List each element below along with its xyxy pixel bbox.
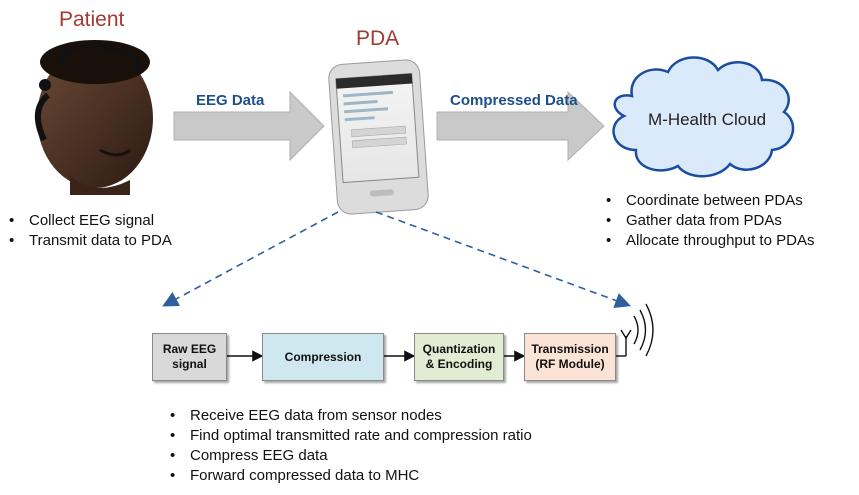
patient-task-list: Collect EEG signal Transmit data to PDA: [3, 211, 172, 251]
eeg-data-arrow: [173, 90, 325, 162]
quantization-block: Quantization& Encoding: [414, 333, 504, 381]
transmission-line2: (RF Module): [535, 357, 605, 371]
transmission-block: Transmission(RF Module): [524, 333, 616, 381]
patient-head-photo: [35, 40, 153, 195]
cloud-task-list: Coordinate between PDAs Gather data from…: [600, 191, 814, 251]
dashed-arrow-left: [162, 211, 339, 307]
antenna-icon: [616, 303, 654, 357]
transmission-line1: Transmission: [531, 342, 609, 356]
pda-task: Forward compressed data to MHC: [164, 466, 532, 486]
compressed-data-label: Compressed Data: [450, 92, 578, 109]
eeg-data-label: EEG Data: [196, 92, 265, 109]
patient-task: Transmit data to PDA: [3, 231, 172, 251]
quantization-line2: & Encoding: [425, 357, 493, 371]
patient-title: Patient: [59, 8, 125, 31]
compressed-data-arrow: [436, 90, 605, 162]
cloud-task: Coordinate between PDAs: [600, 191, 814, 211]
compression-block: Compression: [262, 333, 384, 381]
pda-task-list: Receive EEG data from sensor nodes Find …: [164, 406, 532, 486]
quantization-line1: Quantization: [422, 342, 496, 356]
pda-task: Compress EEG data: [164, 446, 532, 466]
cloud-task: Gather data from PDAs: [600, 211, 814, 231]
raw-eeg-line2: signal: [172, 357, 207, 371]
cloud-task: Allocate throughput to PDAs: [600, 231, 814, 251]
cloud-label: M-Health Cloud: [648, 110, 767, 129]
pda-task: Find optimal transmitted rate and compre…: [164, 426, 532, 446]
pda-task: Receive EEG data from sensor nodes: [164, 406, 532, 426]
patient-task: Collect EEG signal: [3, 211, 172, 231]
cloud-shape: [612, 56, 795, 178]
compression-line1: Compression: [284, 349, 362, 364]
raw-eeg-line1: Raw EEG: [162, 342, 217, 356]
pda-title: PDA: [356, 27, 400, 50]
dashed-arrow-right: [375, 211, 632, 309]
pda-phone-icon: [328, 59, 429, 215]
